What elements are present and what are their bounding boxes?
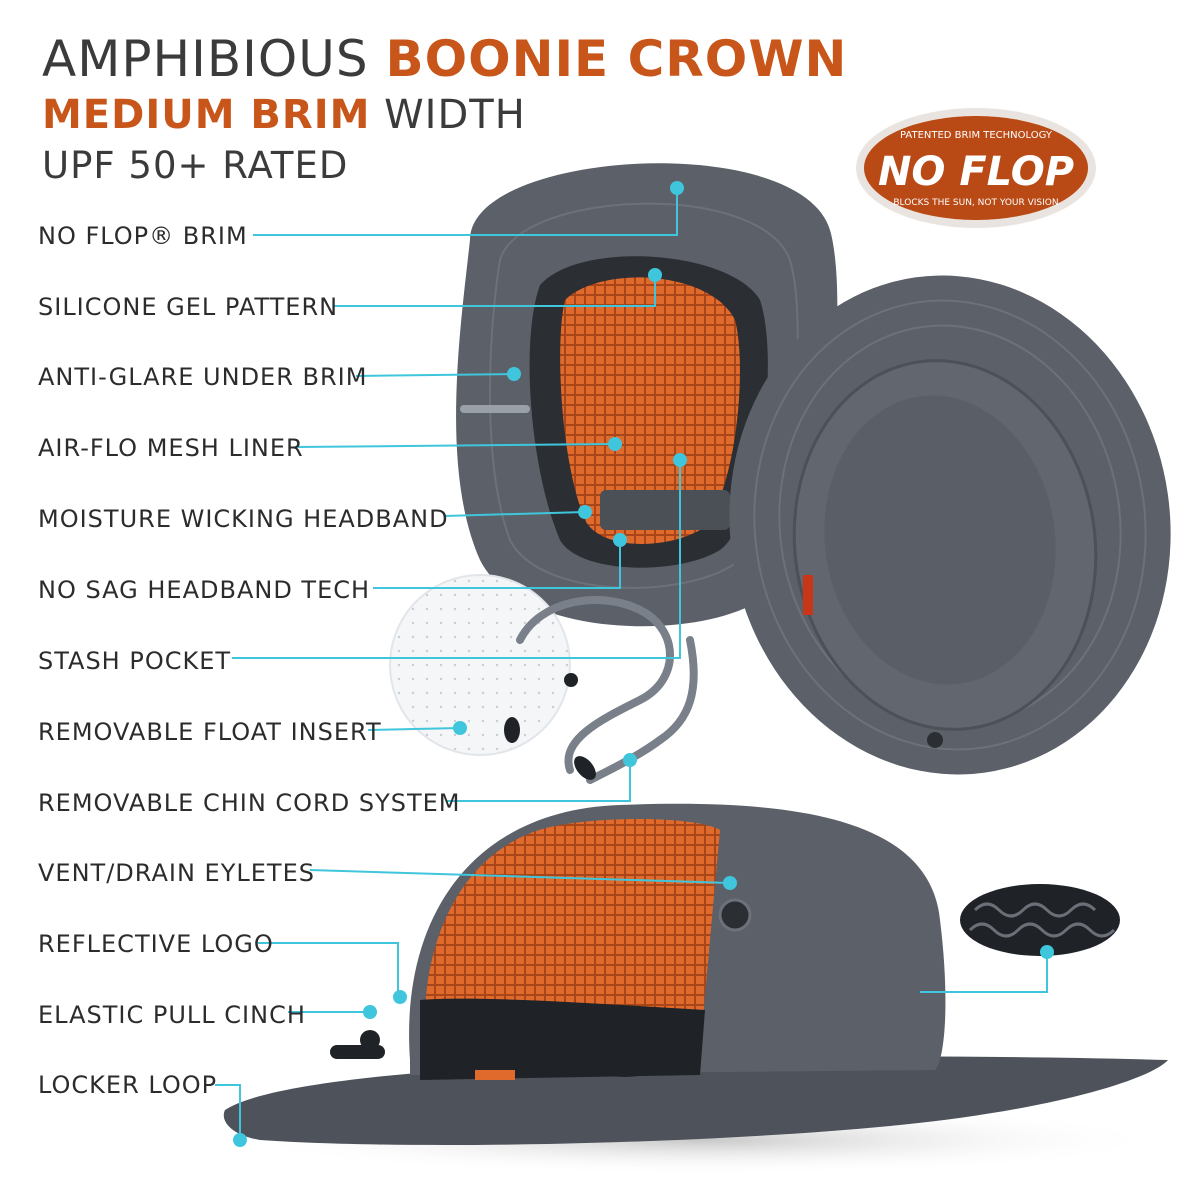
callout-line-locker	[215, 1084, 241, 1140]
chin-cord	[516, 596, 698, 784]
callout-dot-antiglare	[507, 367, 521, 381]
silicone-swatch	[960, 884, 1120, 956]
no-flop-badge: PATENTED BRIM TECHNOLOGY NO FLOP BLOCKS …	[856, 108, 1096, 228]
feature-label-vent-eyelets: VENT/DRAIN EYLETES	[38, 859, 315, 887]
callout-line-swatch	[920, 952, 1048, 993]
callout-dot-cinch	[363, 1005, 377, 1019]
callout-line-chincord	[446, 760, 631, 802]
callout-dot-brim	[670, 181, 684, 195]
feature-label-anti-glare: ANTI-GLARE UNDER BRIM	[38, 363, 368, 391]
feature-label-no-sag: NO SAG HEADBAND TECH	[38, 576, 371, 604]
callout-line-brim	[253, 188, 678, 236]
callout-dot-reflective	[393, 990, 407, 1004]
feature-label-pull-cinch: ELASTIC PULL CINCH	[38, 1001, 306, 1029]
callout-line-nosag	[373, 540, 621, 589]
feature-label-mesh-liner: AIR-FLO MESH LINER	[38, 434, 304, 462]
callout-line-headband	[444, 511, 586, 517]
callout-line-mesh	[295, 443, 616, 448]
feature-label-float-insert: REMOVABLE FLOAT INSERT	[38, 718, 382, 746]
brim-width-accent: MEDIUM BRIM	[42, 92, 371, 138]
badge-main-text: NO FLOP	[878, 149, 1074, 195]
feature-label-silicone-gel: SILICONE GEL PATTERN	[38, 293, 339, 321]
feature-label-no-flop-brim: NO FLOP® BRIM	[38, 222, 248, 250]
callout-lines	[215, 188, 1048, 1140]
cord-toggles	[504, 673, 596, 780]
callout-dot-headband	[578, 505, 592, 519]
title-accent: BOONIE CROWN	[385, 30, 848, 88]
callout-dot-mesh	[608, 437, 622, 451]
feature-label-stash-pocket: STASH POCKET	[38, 647, 232, 675]
feature-label-chin-cord: REMOVABLE CHIN CORD SYSTEM	[38, 789, 461, 817]
title-line-2: MEDIUM BRIM WIDTH	[42, 92, 526, 138]
callout-line-reflective	[258, 942, 399, 997]
callout-line-vent	[309, 869, 731, 884]
hat-sideview	[223, 803, 1170, 1175]
title-prefix: AMPHIBIOUS	[42, 30, 386, 88]
callout-dot-nosag	[613, 533, 627, 547]
callout-line-antiglare	[355, 373, 515, 377]
callout-line-float	[367, 727, 461, 731]
callout-line-stash	[232, 460, 681, 659]
callout-dot-chincord	[623, 753, 637, 767]
callout-dot-swatch	[1040, 945, 1054, 959]
callout-dots	[233, 181, 1054, 1147]
callout-dot-gel	[648, 268, 662, 282]
hat-topview	[729, 275, 1171, 775]
callout-line-gel	[334, 275, 656, 307]
callout-dot-locker	[233, 1133, 247, 1147]
title-line-1: AMPHIBIOUS BOONIE CROWN	[42, 30, 847, 88]
callout-dot-vent	[723, 876, 737, 890]
upf-rating: UPF 50+ RATED	[42, 144, 349, 187]
feature-label-reflective-logo: REFLECTIVE LOGO	[38, 930, 274, 958]
badge-bottom-text: BLOCKS THE SUN, NOT YOUR VISION	[893, 198, 1058, 208]
brim-width-suffix: WIDTH	[370, 92, 526, 138]
feature-label-locker-loop: LOCKER LOOP	[38, 1071, 218, 1099]
badge-top-text: PATENTED BRIM TECHNOLOGY	[900, 130, 1053, 141]
callout-dot-stash	[673, 453, 687, 467]
feature-label-moisture-headband: MOISTURE WICKING HEADBAND	[38, 505, 449, 533]
callout-dot-float	[453, 721, 467, 735]
badge-fill	[864, 116, 1088, 220]
float-insert	[389, 574, 571, 756]
